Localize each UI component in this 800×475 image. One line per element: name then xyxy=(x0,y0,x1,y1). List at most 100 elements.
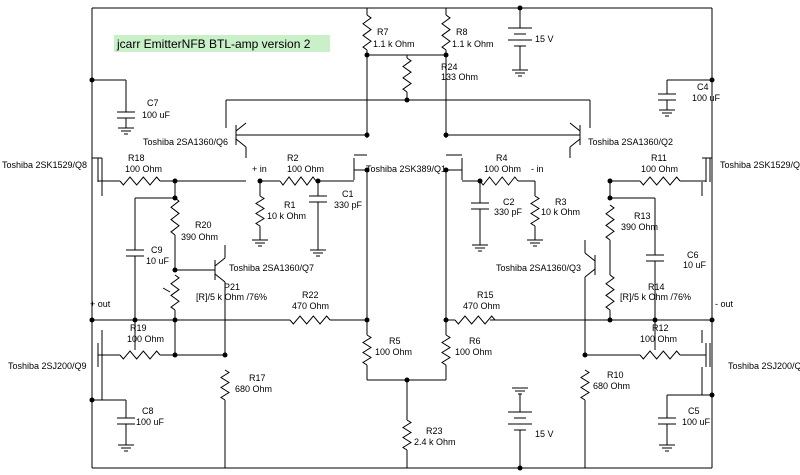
junction-dot xyxy=(172,352,178,358)
c6-value: 10 uF xyxy=(683,260,707,270)
r5-label: R5 xyxy=(389,336,401,346)
transistor-lead xyxy=(235,122,247,132)
q3-transistor xyxy=(584,252,596,278)
c6-capacitor xyxy=(646,254,664,262)
junction-dot xyxy=(172,195,178,201)
r24-label: R24 xyxy=(441,62,458,72)
r6-label: R6 xyxy=(469,336,481,346)
transistor-lead xyxy=(569,122,581,132)
q9-mosfet xyxy=(97,343,103,367)
components xyxy=(97,14,711,452)
junction-dot xyxy=(607,178,613,184)
transistor-lead xyxy=(584,252,596,262)
c9-value: 10 uF xyxy=(146,256,170,266)
junctions xyxy=(89,5,715,471)
r23-label: R23 xyxy=(426,426,443,436)
c2-capacitor xyxy=(471,202,489,210)
r1-resistor xyxy=(255,195,265,227)
r23-resistor xyxy=(402,419,412,451)
ground-symbol xyxy=(310,249,326,257)
r7-resistor xyxy=(362,14,372,51)
r17-value: 680 Ohm xyxy=(235,384,272,394)
c2-value: 330 pF xyxy=(494,207,523,217)
junction-dot xyxy=(517,465,523,471)
ground-symbol xyxy=(527,239,543,247)
supply-bottom-battery xyxy=(508,411,532,431)
ground-symbol xyxy=(472,244,488,252)
junction-dot xyxy=(443,167,449,173)
r20-value: 390 Ohm xyxy=(181,232,218,242)
r18-label: R18 xyxy=(128,153,145,163)
junction-dot xyxy=(132,317,138,323)
c2-label: C2 xyxy=(503,197,515,207)
r7-value: 1.1 k Ohm xyxy=(373,39,415,49)
r22-label: R22 xyxy=(302,290,319,300)
q2-label: Toshiba 2SA1360/Q2 xyxy=(588,137,673,147)
c5-label: C5 xyxy=(688,406,700,416)
ground-symbol xyxy=(512,69,528,77)
junction-dot xyxy=(404,97,410,103)
r12-value: 100 Ohm xyxy=(640,334,677,344)
wiring xyxy=(91,7,713,469)
r10-value: 680 Ohm xyxy=(593,381,630,391)
junction-dot xyxy=(652,317,658,323)
junction-dot xyxy=(172,317,178,323)
q3-label: Toshiba 2SA1360/Q3 xyxy=(496,263,581,273)
c4-label: C4 xyxy=(697,82,709,92)
ground-symbol xyxy=(512,387,528,395)
r15-resistor xyxy=(454,315,496,325)
transistor-lead xyxy=(214,273,226,283)
junction-dot xyxy=(517,5,523,11)
c5-value: 100 uF xyxy=(682,417,711,427)
r19-value: 100 Ohm xyxy=(127,334,164,344)
r14-label: R14 xyxy=(648,282,665,292)
q2-transistor xyxy=(569,122,581,148)
r24-resistor xyxy=(402,57,412,93)
r10-label: R10 xyxy=(607,370,624,380)
junction-dot xyxy=(709,77,715,83)
r8-resistor xyxy=(441,14,451,51)
c1-capacitor xyxy=(309,195,327,203)
junction-dot xyxy=(443,317,449,323)
q6-transistor xyxy=(235,122,247,148)
r15-label: R15 xyxy=(477,290,494,300)
r3-resistor xyxy=(530,195,540,227)
supply-bottom-label: 15 V xyxy=(535,429,554,439)
c9-capacitor xyxy=(126,249,144,257)
r17-label: R17 xyxy=(249,373,266,383)
out-plus-label: + out xyxy=(90,299,111,309)
r17-resistor xyxy=(220,369,230,401)
c1-value: 330 pF xyxy=(334,200,363,210)
r22-resistor xyxy=(289,315,331,325)
transistor-lead xyxy=(235,138,247,148)
r8-value: 1.1 k Ohm xyxy=(452,39,494,49)
junction-dot xyxy=(89,77,95,83)
r20-resistor xyxy=(170,197,180,236)
r12-resistor xyxy=(639,350,681,360)
r3-label: R3 xyxy=(555,197,567,207)
r13-value: 390 Ohm xyxy=(621,222,658,232)
r19-label: R19 xyxy=(130,323,147,333)
junction-dot xyxy=(709,392,715,398)
ground-symbol xyxy=(659,444,675,452)
junction-dot xyxy=(607,195,613,201)
r18-resistor xyxy=(119,176,161,186)
r2-label: R2 xyxy=(287,153,299,163)
junction-dot xyxy=(172,267,178,273)
transistor-lead xyxy=(569,138,581,148)
junction-dot xyxy=(607,317,613,323)
ground-symbol xyxy=(659,109,675,117)
r18-value: 100 Ohm xyxy=(125,164,162,174)
c4-capacitor xyxy=(658,93,676,101)
r11-value: 100 Ohm xyxy=(641,164,678,174)
out-minus-label: - out xyxy=(715,299,734,309)
junction-dot xyxy=(364,167,370,173)
q4-label: Toshiba 2SK1529/Q4 xyxy=(720,160,800,170)
q7-transistor xyxy=(214,257,226,283)
r7-label: R7 xyxy=(377,27,389,37)
r4-resistor xyxy=(479,176,519,186)
c9-label: C9 xyxy=(151,245,163,255)
r5-resistor xyxy=(362,334,372,366)
c8-label: C8 xyxy=(142,406,154,416)
r3-value: 10 k Ohm xyxy=(541,207,580,217)
